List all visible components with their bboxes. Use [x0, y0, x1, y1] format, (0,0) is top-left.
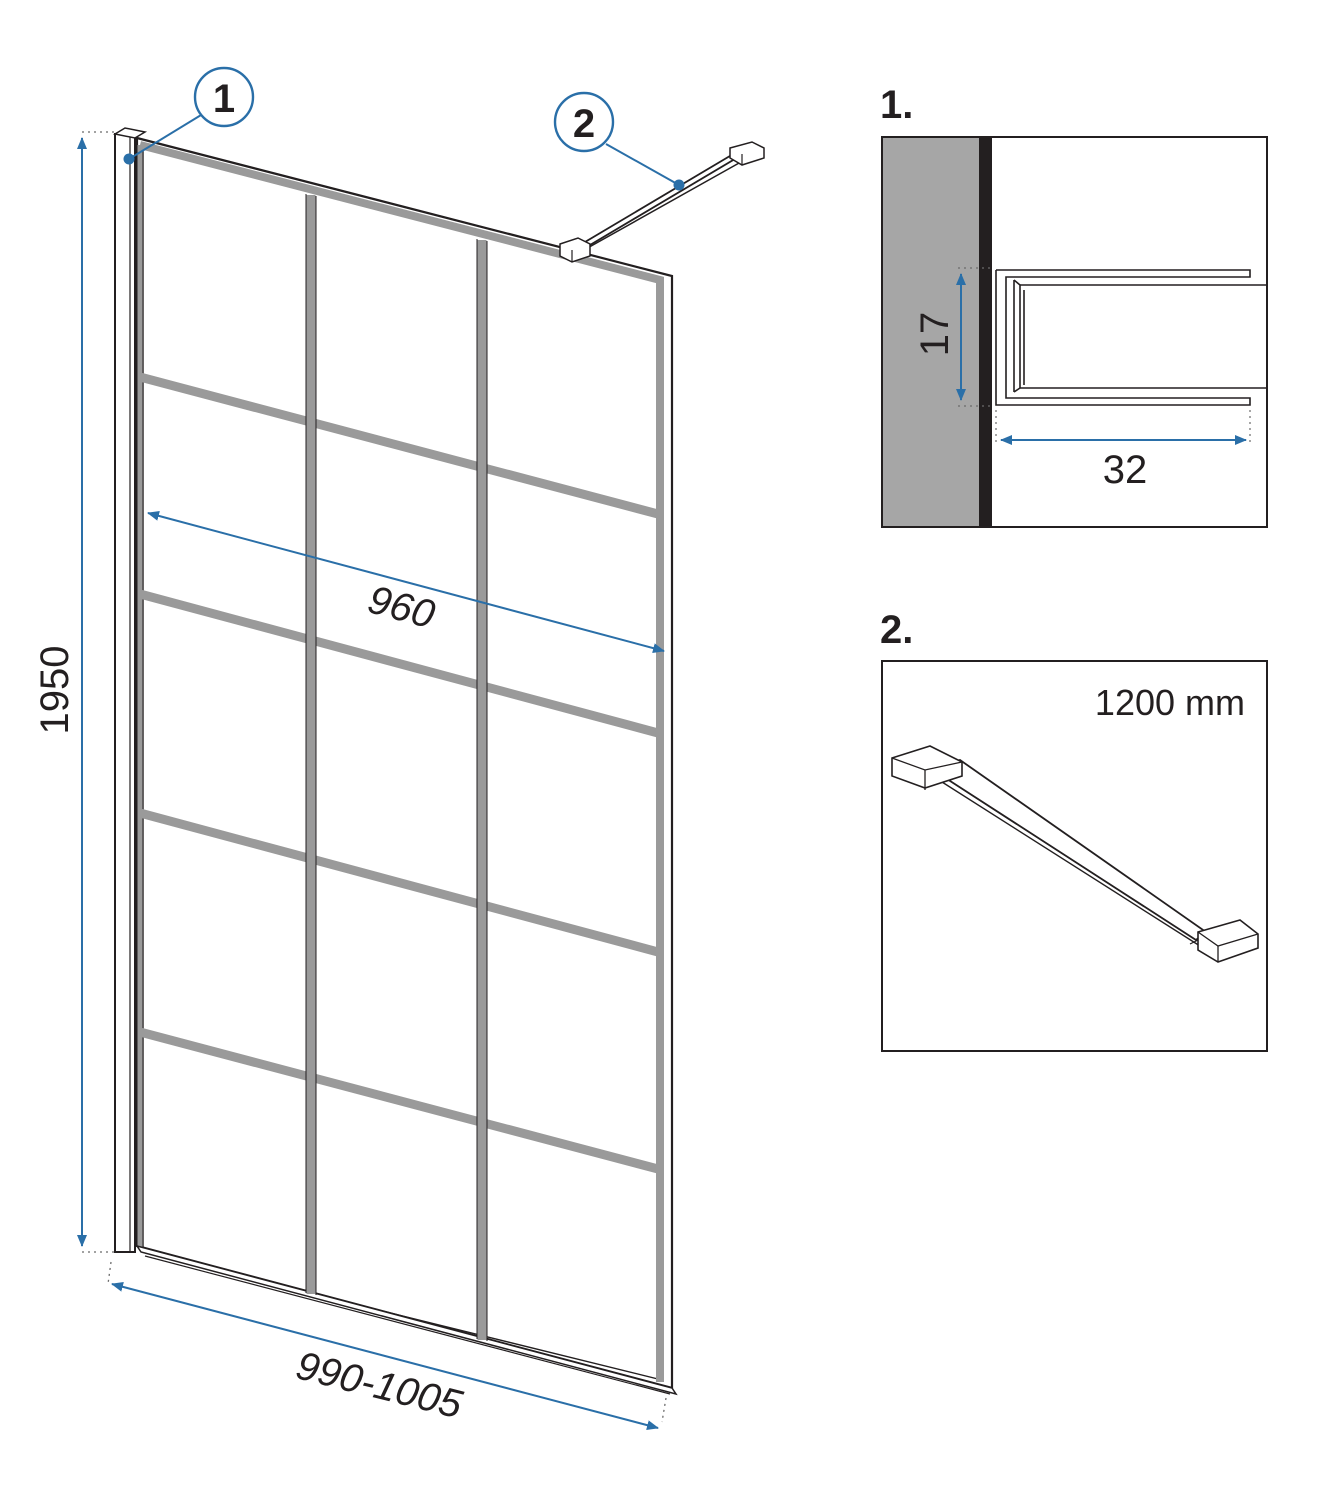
adjust-width-label: 990-1005	[292, 1344, 467, 1428]
glass-width-dimension: 960	[147, 511, 665, 653]
bar-length-label: 1200 mm	[1095, 682, 1245, 723]
glass-panel	[135, 136, 678, 1396]
detail-1-title: 1.	[880, 83, 913, 127]
wall-profile	[112, 127, 148, 1253]
height-dim-label: 1950	[33, 646, 77, 735]
stabilizer-bar-main	[559, 141, 765, 263]
profile-depth-label: 32	[1103, 448, 1148, 492]
callout-2-label: 2	[573, 102, 595, 146]
glass-width-label: 960	[363, 578, 439, 638]
grid-mullions	[138, 195, 660, 1340]
detail-1: 1. 17 32	[880, 83, 1268, 528]
detail-2-title: 2.	[880, 608, 913, 652]
callout-1: 1	[123, 66, 255, 165]
grid-mullion-edges	[305, 194, 488, 1341]
callout-2: 2	[553, 91, 685, 191]
detail-2: 2. 1200 mm	[880, 608, 1268, 1052]
profile-height-label: 17	[913, 312, 957, 357]
callout-1-label: 1	[213, 77, 235, 121]
height-dimension: 1950	[33, 137, 87, 1247]
extension-lines	[82, 131, 667, 1423]
adjust-width-dimension: 990-1005	[111, 1281, 659, 1431]
